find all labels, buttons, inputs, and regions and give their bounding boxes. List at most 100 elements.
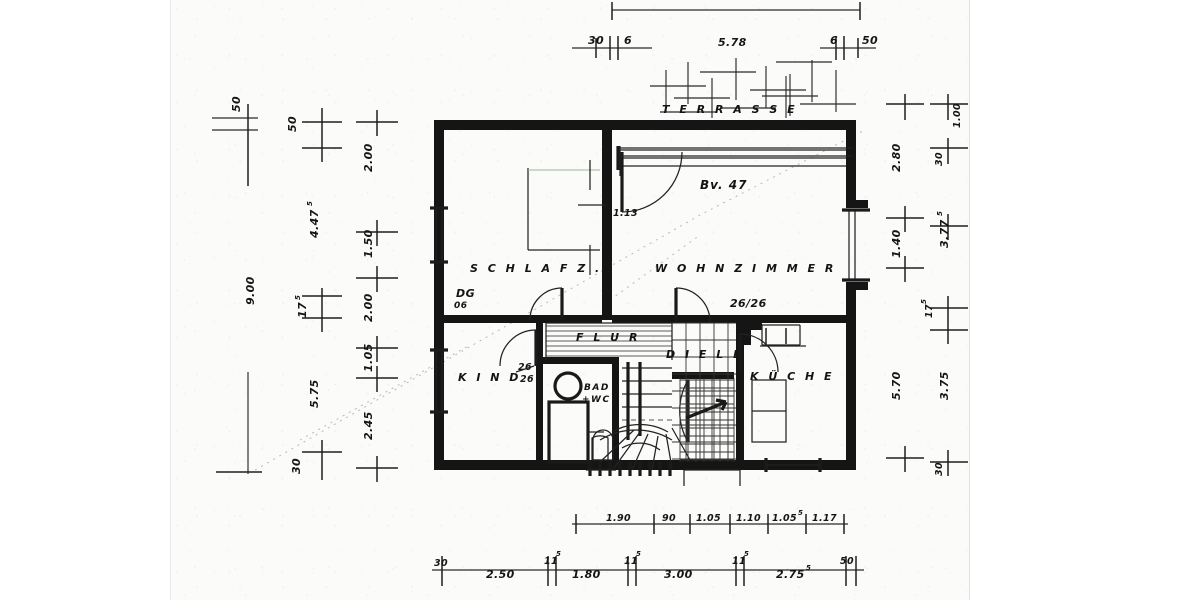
dim-bot-up-1: 90	[662, 513, 676, 524]
dim-bot-lo-7: 2.75	[776, 568, 805, 581]
room-label-flur: F L U R	[576, 331, 640, 344]
dim-top-0: 30	[588, 34, 604, 47]
dim-left-mid-50: 50	[286, 116, 299, 132]
bathroom-fixtures	[547, 371, 614, 464]
dim-right-inner-4: 3.75	[938, 371, 951, 400]
dim-right-inner-3-sup: 5	[920, 299, 928, 304]
dim-bot-lo-5: 3.00	[664, 568, 693, 581]
room-label-wohnzimmer: W O H N Z I M M E R	[655, 262, 836, 275]
terrace-sliding-door	[616, 146, 846, 170]
dim-bot-lo-3: 1.80	[572, 568, 601, 581]
door-wohnzimmer-top	[620, 151, 683, 213]
dim-bot-lo-7-sup: 5	[806, 564, 811, 572]
staircase	[599, 362, 735, 471]
dim-top-4: 50	[862, 34, 878, 47]
dimension-left-inner: 2.00 1.50 2.00 1.05 2.45	[356, 110, 398, 482]
pencil-guides	[254, 129, 866, 471]
dim-bot-lo-8: 50	[840, 556, 854, 567]
annotation-dg-sub: 06	[454, 301, 468, 311]
dim-left-inner-1: 2.00	[362, 143, 375, 172]
dim-right-outer-1: 1.40	[890, 229, 903, 258]
room-label-schlafzimmer: S C H L A F Z .	[470, 262, 602, 275]
dim-left-mid-30: 30	[290, 458, 303, 474]
sheet-right-edge	[969, 0, 970, 600]
dim-top-1: 6	[624, 34, 632, 47]
door-wohnzimmer-diele	[674, 287, 711, 323]
door-kind	[499, 329, 538, 367]
room-label-kueche: K Ü C H E	[750, 369, 835, 383]
dim-bot-lo-4-sup: 5	[636, 550, 641, 558]
dim-left-mid-0: 4.47	[308, 209, 321, 239]
dim-bot-up-2: 1.05	[696, 513, 721, 524]
dim-left-inner-4: 1.05	[362, 343, 375, 372]
dimension-bottom-lower: 30 2.50 11 5 1.80 11 5 3.00 11 5 2.75 5 …	[432, 550, 864, 586]
dim-left-inner-2: 1.50	[362, 229, 375, 258]
dim-bot-up-4: 1.05	[772, 513, 797, 524]
dim-right-inner-3: 17	[924, 304, 935, 318]
dim-left-inner-3: 2.00	[362, 293, 375, 322]
dim-bot-up-3: 1.10	[736, 513, 761, 524]
annotation-window-code-lower-a: 26	[518, 362, 532, 373]
room-label-kind: K I N D	[458, 371, 521, 384]
dim-right-inner-2: 3.77	[938, 219, 951, 248]
room-label-wc: +WC	[582, 395, 611, 405]
dim-right-inner-0: 1.00	[952, 103, 963, 128]
dim-right-outer-0: 2.80	[890, 143, 903, 172]
dim-bot-up-0: 1.90	[606, 513, 631, 524]
terrace-railing	[619, 146, 852, 176]
annotation-bv: Bv. 47	[700, 178, 747, 192]
dimension-left-far: 50	[212, 96, 258, 186]
dim-bot-lo-6: 11	[732, 556, 746, 567]
foundation-ticks	[586, 462, 741, 486]
window-bottom-kueche	[764, 458, 822, 472]
dimension-right-outer: 2.80 1.40 5.70	[886, 94, 924, 472]
kitchen-fixtures	[751, 324, 801, 443]
interior-detail-lines	[527, 160, 606, 275]
dim-bot-lo-4: 11	[624, 556, 638, 567]
scanned-paper-sheet	[170, 0, 970, 600]
interior-walls	[444, 120, 856, 470]
stair-landing-hatch	[679, 378, 735, 462]
annotation-window-code-upper: 26/26	[730, 297, 767, 310]
annotation-window-code-lower-b: 26	[520, 374, 534, 385]
dim-right-outer-2: 5.70	[890, 371, 903, 400]
dim-bot-lo-6-sup: 5	[744, 550, 749, 558]
dim-left-far-top: 50	[230, 96, 243, 112]
dim-left-mid-1: 17	[296, 302, 309, 318]
dim-left-mid-1-sup: 5	[294, 295, 302, 300]
dim-left-outer: 9.00	[244, 276, 257, 305]
dim-bot-lo-0: 30	[434, 558, 448, 569]
door-diele-main	[679, 379, 690, 443]
flur-floor-hatch	[545, 322, 673, 360]
door-schlafzimmer-flur	[529, 287, 564, 321]
dimension-right-inner: 1.00 30 3.77 5 17 5 3.75 30	[920, 94, 968, 476]
windows	[430, 146, 870, 472]
dimension-bottom-upper: 1.90 90 1.05 1.10 1.05 5 1.17	[572, 509, 848, 534]
room-label-diele: D I E L E	[666, 348, 744, 361]
window-schlafzimmer-left	[430, 206, 448, 264]
toilet-icon	[592, 429, 614, 461]
dimension-left-outer: 9.00	[216, 276, 262, 474]
dimension-left-mid: 50 4.47 5 17 5 5.75 30	[286, 108, 342, 480]
dim-bot-up-5: 1.17	[812, 513, 837, 524]
window-wohnzimmer-right	[842, 208, 870, 282]
dim-bot-lo-2: 11	[544, 556, 558, 567]
kitchen-niche-ticks	[760, 328, 806, 347]
room-label-bad: BAD	[584, 383, 610, 393]
dim-top-2: 5.78	[718, 36, 747, 49]
bathtub-icon	[547, 400, 590, 464]
dim-left-mid-0-sup: 5	[306, 201, 314, 206]
dim-bot-lo-2-sup: 5	[556, 550, 561, 558]
dimension-top: 30 6 5.78 6 50	[572, 2, 878, 60]
dim-right-inner-5: 30	[934, 462, 945, 476]
dim-top-3: 6	[830, 34, 838, 47]
sheet-left-edge	[170, 0, 171, 600]
room-label-terrasse: T E R R A S S E	[662, 103, 798, 116]
annotation-dg: DG	[456, 287, 475, 300]
sink-icon	[553, 371, 583, 401]
terrace-marks	[650, 58, 856, 118]
dim-right-inner-2-sup: 5	[936, 211, 944, 216]
annotation-door-width-living: 1.13	[613, 208, 638, 219]
